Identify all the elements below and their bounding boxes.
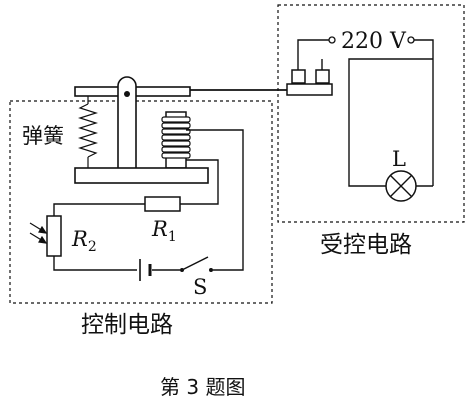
r1-label: R1 bbox=[151, 217, 177, 245]
electromagnet-coil bbox=[161, 116, 191, 159]
switch-label: S bbox=[193, 275, 207, 299]
controlled-circuit-wires bbox=[297, 39, 434, 187]
r2-subscript: 2 bbox=[88, 239, 97, 255]
r2-label: R2 bbox=[71, 227, 97, 255]
r1-letter: R bbox=[151, 217, 168, 241]
photoresistor-r2 bbox=[46, 215, 62, 257]
switch-symbol bbox=[180, 256, 213, 272]
lamp-symbol bbox=[385, 170, 417, 202]
light-arrows bbox=[29, 222, 48, 244]
battery-symbol bbox=[139, 259, 152, 281]
lamp-label: L bbox=[392, 147, 406, 171]
contact-left bbox=[291, 69, 306, 84]
figure-caption: 第 3 题图 bbox=[160, 375, 245, 399]
contact-right bbox=[315, 69, 330, 84]
controlled-circuit-label: 受控电路 bbox=[320, 232, 412, 258]
base-plate bbox=[74, 167, 209, 184]
r2-letter: R bbox=[71, 227, 88, 251]
spring-label: 弹簧 bbox=[22, 124, 64, 148]
control-circuit-wires bbox=[53, 129, 244, 271]
r1-subscript: 1 bbox=[168, 229, 177, 245]
spring-coil bbox=[77, 103, 99, 158]
pivot-post bbox=[117, 76, 137, 168]
resistor-r1 bbox=[144, 196, 181, 212]
pivot-dot bbox=[124, 91, 130, 97]
voltage-label: 220 V bbox=[341, 29, 407, 54]
contact-strip bbox=[286, 83, 333, 96]
controlled-circuit-box bbox=[277, 4, 465, 223]
terminal-right bbox=[407, 36, 415, 44]
terminal-left bbox=[328, 36, 336, 44]
control-circuit-box bbox=[9, 100, 273, 304]
control-circuit-label: 控制电路 bbox=[81, 312, 173, 338]
